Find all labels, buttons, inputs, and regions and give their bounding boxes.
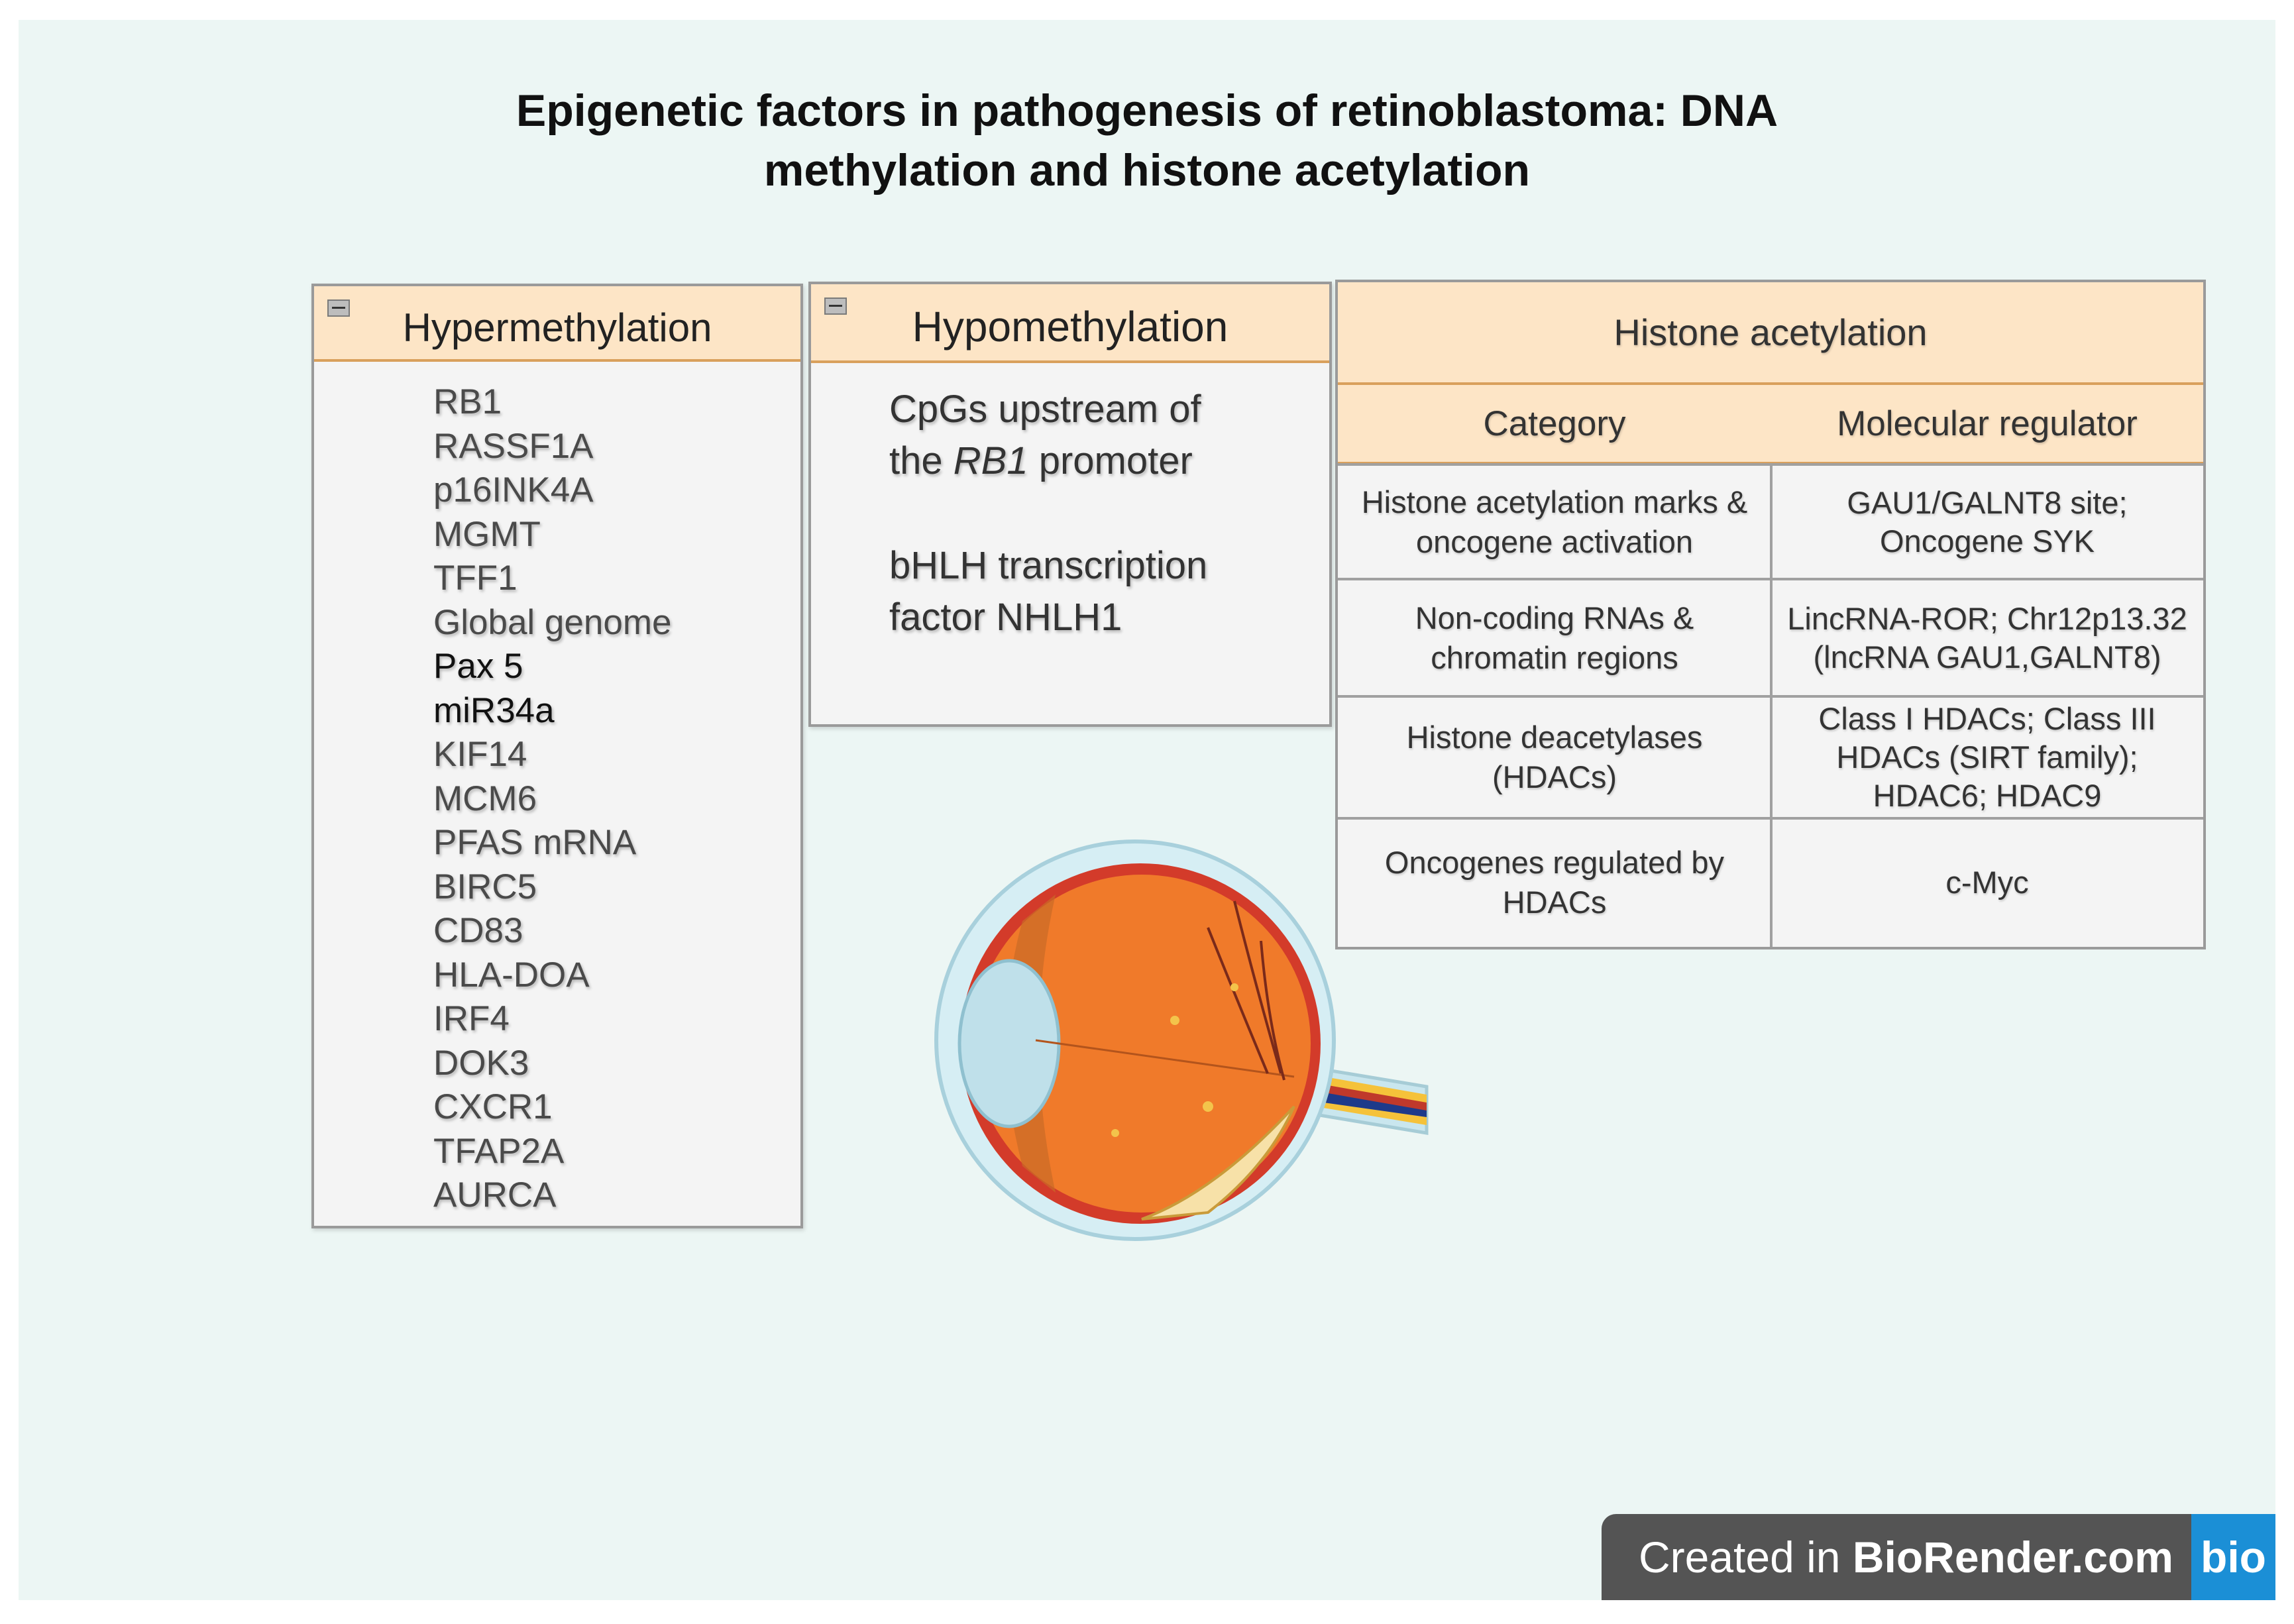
histone-table-title: Histone acetylation bbox=[1338, 282, 2203, 385]
hypomethylation-panel: Hypomethylation CpGs upstream of the RB1… bbox=[808, 282, 1332, 727]
biorender-badge[interactable]: Created in BioRender.com bio bbox=[1602, 1514, 2275, 1600]
gene-list-item: MGMT bbox=[433, 514, 541, 554]
regulator-line: GAU1/GALNT8 site; bbox=[1847, 484, 2128, 520]
tumor-seed bbox=[1230, 983, 1238, 991]
category-line: Histone acetylation marks & bbox=[1361, 484, 1748, 519]
regulator-line: Oncogene SYK bbox=[1880, 523, 2095, 559]
category-line: (HDACs) bbox=[1492, 759, 1617, 794]
figure-title-line-2: methylation and histone acetylation bbox=[763, 145, 1531, 195]
badge-brand: BioRender.com bbox=[1852, 1533, 2173, 1582]
gene-list-item: BIRC5 bbox=[433, 867, 537, 906]
category-cell: Histone acetylation marks & oncogene acti… bbox=[1338, 464, 1771, 579]
regulator-line: LincRNA-ROR; Chr12p13.32 bbox=[1787, 600, 2187, 636]
regulator-cell: GAU1/GALNT8 site;Oncogene SYK bbox=[1771, 464, 2203, 579]
badge-prefix: Created in bbox=[1639, 1533, 1853, 1582]
cpg-line2-suffix: promoter bbox=[1028, 439, 1193, 482]
retinal-vessels bbox=[1207, 900, 1285, 1081]
hypermethylation-title: Hypermethylation bbox=[402, 305, 712, 350]
tumor-seed bbox=[1170, 1016, 1179, 1025]
histone-acetylation-table: Histone acetylation Category Molecular r… bbox=[1335, 280, 2206, 949]
gene-list-item: AURCA bbox=[433, 1175, 557, 1215]
gene-list-item: Global genome bbox=[433, 602, 672, 642]
collapse-icon[interactable] bbox=[824, 298, 847, 315]
figure-title-line-1: Epigenetic factors in pathogenesis of re… bbox=[516, 85, 1778, 136]
column-divider bbox=[1770, 464, 1773, 947]
category-cell: Oncogenes regulated by HDACs bbox=[1338, 818, 1771, 947]
gene-list-item: TFAP2A bbox=[433, 1131, 565, 1171]
category-line: Non-coding RNAs & bbox=[1415, 600, 1694, 635]
tumor-seed bbox=[1111, 1129, 1119, 1137]
hypomethylation-item-cpg: CpGs upstream of the RB1 promoter bbox=[889, 384, 1201, 487]
gene-list-item: MCM6 bbox=[433, 779, 537, 818]
regulator-cell: c-Myc bbox=[1771, 818, 2203, 947]
gene-list-item: RB1 bbox=[433, 382, 502, 421]
regulator-line: HDACs (SIRT family); bbox=[1836, 739, 2138, 775]
category-line: HDACs bbox=[1502, 885, 1607, 920]
hypomethylation-header: Hypomethylation bbox=[811, 284, 1329, 363]
hypomethylation-item-bhlh: bHLH transcription factor NHLH1 bbox=[889, 540, 1207, 643]
tumor-seed bbox=[1203, 1101, 1213, 1112]
regulator-line: HDAC6; HDAC9 bbox=[1873, 778, 2102, 813]
gene-list-item: Pax 5 bbox=[433, 647, 523, 686]
regulator-line: c-Myc bbox=[1945, 865, 2029, 900]
cpg-line2-prefix: the bbox=[889, 439, 954, 482]
eye-cross-section-icon bbox=[934, 839, 1429, 1241]
regulator-line: (lncRNA GAU1,GALNT8) bbox=[1813, 639, 2161, 675]
column-header-category: Category bbox=[1338, 385, 1771, 464]
category-line: Histone deacetylases bbox=[1406, 720, 1703, 755]
regulator-cell: LincRNA-ROR; Chr12p13.32(lncRNA GAU1,GAL… bbox=[1771, 579, 2203, 696]
regulator-line: Class I HDACs; Class III bbox=[1818, 701, 2156, 736]
gene-list-item: HLA-DOA bbox=[433, 955, 590, 995]
badge-text: Created in BioRender.com bbox=[1602, 1514, 2191, 1600]
category-cell: Non-coding RNAs & chromatin regions bbox=[1338, 579, 1771, 696]
category-cell: Histone deacetylases (HDACs) bbox=[1338, 696, 1771, 818]
hypomethylation-title: Hypomethylation bbox=[912, 303, 1229, 351]
rb1-gene-italic: RB1 bbox=[953, 439, 1028, 482]
gene-list-item: TFF1 bbox=[433, 559, 518, 598]
gene-list-item: CD83 bbox=[433, 911, 523, 950]
visual-axis bbox=[1035, 1039, 1295, 1078]
gene-list-item: p16INK4A bbox=[433, 470, 594, 510]
gene-list-item: RASSF1A bbox=[433, 426, 594, 466]
hypomethylation-item-bhlh-line1: bHLH transcription bbox=[889, 544, 1208, 587]
gene-list-item: KIF14 bbox=[433, 735, 527, 774]
category-line: Oncogenes regulated by bbox=[1384, 845, 1725, 880]
hypomethylation-item-cpg-line2: the RB1 promoter bbox=[889, 435, 1201, 487]
retinoblastoma-tumor bbox=[1141, 1105, 1295, 1220]
hypomethylation-item-bhlh-line2: factor NHLH1 bbox=[889, 596, 1122, 639]
gene-list-item: PFAS mRNA bbox=[433, 823, 637, 862]
hypomethylation-item-cpg-line1: CpGs upstream of bbox=[889, 388, 1201, 431]
figure-canvas: Epigenetic factors in pathogenesis of re… bbox=[19, 20, 2275, 1600]
gene-list-item: DOK3 bbox=[433, 1043, 529, 1083]
biorender-logo-icon: bio bbox=[2191, 1514, 2275, 1600]
lens bbox=[957, 959, 1061, 1128]
category-line: oncogene activation bbox=[1415, 523, 1694, 559]
eye-illustration bbox=[934, 839, 1429, 1241]
column-header-molecular-regulator: Molecular regulator bbox=[1771, 385, 2203, 464]
vitreous-body bbox=[973, 875, 1311, 1213]
hypermethylation-header: Hypermethylation bbox=[314, 286, 800, 362]
category-line: chromatin regions bbox=[1431, 639, 1678, 675]
collapse-icon[interactable] bbox=[327, 299, 350, 317]
gene-list-item: CXCR1 bbox=[433, 1087, 553, 1126]
gene-list-item: miR34a bbox=[433, 690, 555, 730]
gene-list-item: IRF4 bbox=[433, 999, 510, 1038]
